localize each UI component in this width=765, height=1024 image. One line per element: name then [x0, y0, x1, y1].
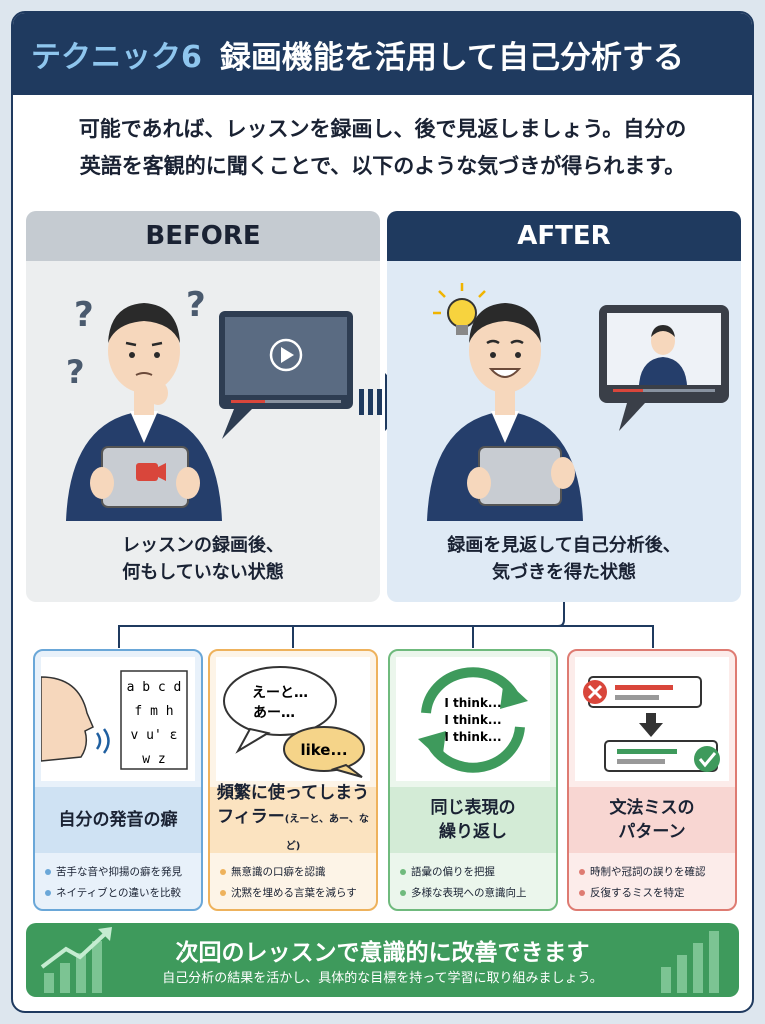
before-caption: レッスンの録画後、 何もしていない状態 — [26, 532, 380, 586]
lightbulb-icon — [433, 283, 491, 335]
letter-row: a b c d — [127, 680, 182, 695]
bullet-item: 多様な表現への意識向上 — [400, 883, 550, 904]
bullet-item: ネイティブとの違いを比較 — [45, 883, 195, 904]
intro-line: 英語を客観的に聞くことで、以下のような気づきが得られます。 — [79, 154, 686, 178]
repeat-arrows-icon: I think... I think... I think... — [396, 657, 550, 781]
footer-subtitle: 自己分析の結果を活かし、具体的な目標を持って学習に取り組みましょう。 — [162, 971, 603, 986]
growth-chart-icon — [661, 931, 719, 993]
bullet-item: 反復するミスを特定 — [579, 883, 729, 904]
card-filler: えーと… あー… like... 頻繁に使ってしまう フィラー(えーと、あー、な… — [208, 649, 378, 911]
filler-text: like... — [300, 741, 347, 759]
tablet-video-window — [599, 305, 729, 431]
repeat-text: I think... — [444, 713, 501, 727]
footer-title: 次回のレッスンで意識的に改善できます — [175, 940, 590, 966]
bullet-item: 無意識の口癖を認識 — [220, 862, 370, 883]
card-title-line: 自分の発音の癖 — [58, 810, 178, 830]
repeat-text: I think... — [444, 696, 501, 710]
card-title-line: 文法ミスの — [609, 798, 695, 818]
after-caption: 録画を見返して自己分析後、 気づきを得た状態 — [387, 532, 741, 586]
connector-lines — [118, 602, 654, 648]
camera-icon — [136, 463, 158, 481]
intro-line: 可能であれば、レッスンを録画し、後で見返しましょう。自分の — [78, 117, 687, 141]
letter-row: w z — [142, 752, 165, 767]
after-caption-line: 録画を見返して自己分析後、 — [447, 535, 681, 556]
letter-row: v u' ε — [131, 728, 178, 743]
page-title: 録画機能を活用して自己分析する — [219, 39, 684, 76]
infographic-frame: テクニック6 録画機能を活用して自己分析する 可能であれば、レッスンを録画し、後… — [11, 11, 754, 1013]
check-icon — [694, 746, 720, 772]
letter-row: f m h — [134, 704, 173, 719]
bullet-item: 苦手な音や抑揚の癖を発見 — [45, 862, 195, 883]
card-title: 文法ミスの パターン — [569, 787, 735, 853]
before-illustration: ? ? ? — [66, 285, 353, 521]
question-mark-icon: ? ? ? — [66, 285, 206, 391]
card-title-line: 頻繁に使ってしまう — [216, 783, 370, 803]
card-title: 自分の発音の癖 — [35, 787, 201, 853]
card-bullets: 苦手な音や抑揚の癖を発見 ネイティブとの違いを比較 — [35, 855, 201, 904]
card-title: 同じ表現の 繰り返し — [390, 787, 556, 853]
card-grammar: 文法ミスの パターン 時制や冠詞の誤りを確認 反復するミスを特定 — [567, 649, 737, 911]
filler-text: えーと… — [252, 685, 308, 701]
card-repetition: I think... I think... I think... 同じ表現の 繰… — [388, 649, 558, 911]
before-panel: BEFORE ? ? ? — [26, 211, 380, 602]
header: テクニック6 録画機能を活用して自己分析する — [13, 13, 752, 95]
speaking-face-icon: a b c d f m h v u' ε w z — [41, 657, 195, 781]
card-title: 頻繁に使ってしまう フィラー(えーと、あー、など) — [210, 783, 376, 853]
bullet-item: 時制や冠詞の誤りを確認 — [579, 862, 729, 883]
play-icon — [269, 338, 303, 372]
svg-text:?: ? — [186, 285, 206, 325]
card-title-line: フィラー(えーと、あー、など) — [217, 807, 369, 852]
after-illustration — [427, 283, 729, 521]
before-caption-line: 何もしていない状態 — [122, 562, 284, 583]
before-caption-line: レッスンの録画後、 — [122, 535, 284, 556]
after-panel: AFTER — [387, 211, 741, 602]
before-label: BEFORE — [26, 211, 380, 261]
repeat-text: I think... — [444, 730, 501, 744]
card-title-line: パターン — [618, 822, 686, 842]
card-bullets: 語彙の偏りを把握 多様な表現への意識向上 — [390, 855, 556, 904]
card-pronunciation: a b c d f m h v u' ε w z 自分の発音の癖 苦手な音や抑揚… — [33, 649, 203, 911]
card-bullets: 無意識の口癖を認識 沈黙を埋める言葉を減らす — [210, 855, 376, 904]
speech-bubble-icon: えーと… あー… like... — [216, 657, 370, 781]
filler-text: あー… — [253, 705, 295, 721]
card-title-line: 同じ表現の — [430, 798, 516, 818]
svg-text:?: ? — [74, 295, 94, 335]
technique-label: テクニック6 — [31, 40, 202, 75]
card-bullets: 時制や冠詞の誤りを確認 反復するミスを特定 — [569, 855, 735, 904]
person-happy — [427, 303, 583, 521]
video-window — [219, 311, 353, 439]
svg-text:?: ? — [66, 353, 85, 391]
card-title-line: 繰り返し — [439, 822, 507, 842]
footer-banner: 次回のレッスンで意識的に改善できます 自己分析の結果を活かし、具体的な目標を持っ… — [26, 923, 739, 997]
bullet-item: 語彙の偏りを把握 — [400, 862, 550, 883]
after-label: AFTER — [387, 211, 741, 261]
after-caption-line: 気づきを得た状態 — [492, 562, 636, 583]
bullet-item: 沈黙を埋める言葉を減らす — [220, 883, 370, 904]
person-confused — [66, 303, 222, 521]
intro-text: 可能であれば、レッスンを録画し、後で見返しましょう。自分の 英語を客観的に聞くこ… — [13, 111, 752, 185]
growth-chart-icon — [40, 927, 112, 993]
grammar-correction-icon — [575, 657, 729, 781]
